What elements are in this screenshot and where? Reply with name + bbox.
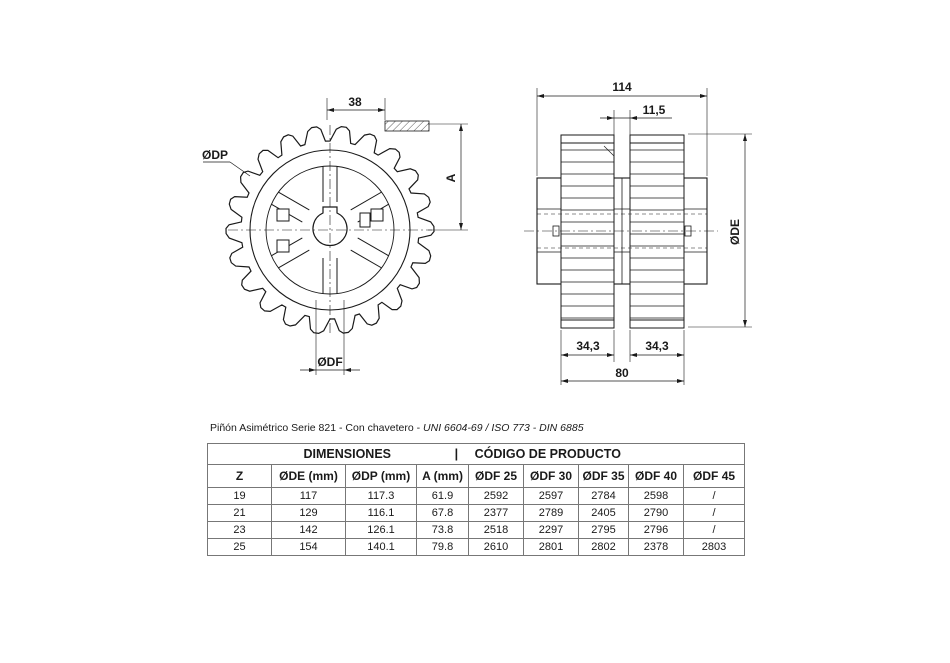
dim-34-3-left-label: 34,3: [576, 339, 600, 353]
group-codes-label: CÓDIGO DE PRODUCTO: [474, 447, 621, 461]
caption-text: Piñón Asimétrico Serie 821 - Con chavete…: [210, 422, 424, 434]
dim-80-label: 80: [615, 366, 629, 380]
dim-38-label: 38: [348, 95, 362, 109]
product-caption: Piñón Asimétrico Serie 821 - Con chavete…: [210, 422, 584, 434]
table-cell: 21: [207, 504, 272, 522]
group-header-row: DIMENSIONES | CÓDIGO DE PRODUCTO: [206, 443, 746, 465]
dim-114-label: 114: [612, 80, 632, 94]
technical-drawing: 38 ØDP A ØDF 114 11,5 ØDE 34,3 34,3 80: [202, 80, 752, 385]
table-cell: 2790: [628, 504, 685, 522]
table-cell: 2592: [468, 487, 525, 505]
table-cell: 154: [271, 538, 346, 556]
table-cell: 117: [271, 487, 346, 505]
table-cell: 2297: [523, 521, 580, 539]
table-cell: 73.8: [415, 521, 470, 539]
table-cell: 2597: [523, 487, 580, 505]
group-codes: | CÓDIGO DE PRODUCTO: [455, 443, 746, 465]
table-cell: 23: [207, 521, 272, 539]
dim-34-3-right-label: 34,3: [645, 339, 669, 353]
table-cell: 2789: [523, 504, 580, 522]
dim-dp-label: ØDP: [202, 148, 228, 162]
right-tooth-disc: [629, 134, 685, 329]
table-cell: /: [683, 521, 746, 539]
spoke-line: [277, 191, 310, 211]
table-cell: 25: [207, 538, 272, 556]
spoke-line: [277, 249, 310, 269]
table-cell: 2610: [468, 538, 525, 556]
table-cell: 61.9: [415, 487, 470, 505]
dim-de-label: ØDE: [728, 219, 742, 245]
column-header: ØDF 35: [578, 464, 630, 488]
disc-outline: [629, 134, 685, 329]
column-header: Z: [207, 464, 272, 488]
table-cell: 2802: [578, 538, 630, 556]
reference-block: [384, 120, 430, 132]
table-cell: 79.8: [415, 538, 470, 556]
table-cell: 116.1: [345, 504, 417, 522]
column-header: ØDF 25: [468, 464, 525, 488]
table-cell: 126.1: [345, 521, 417, 539]
column-header: A (mm): [415, 464, 470, 488]
group-dimensions: DIMENSIONES: [206, 443, 469, 465]
front-view-sprocket: [203, 98, 468, 375]
table-cell: 2518: [468, 521, 525, 539]
spoke-line: [357, 237, 390, 257]
table-cell: 2405: [578, 504, 630, 522]
key-lugs: [276, 208, 384, 253]
dim-df-label: ØDF: [317, 355, 342, 369]
table-cell: 2803: [683, 538, 746, 556]
left-tooth-disc: [560, 134, 615, 329]
dim-11-5-label: 11,5: [643, 103, 666, 117]
column-header: ØDF 40: [628, 464, 685, 488]
table-cell: 2598: [628, 487, 685, 505]
table-cell: 67.8: [415, 504, 470, 522]
table-cell: 2377: [468, 504, 525, 522]
caption-standards: UNI 6604-69 / ISO 773 - DIN 6885: [423, 422, 584, 434]
column-header: ØDE (mm): [271, 464, 346, 488]
group-separator: |: [454, 447, 459, 461]
group-dimensions-label: DIMENSIONES: [303, 447, 392, 461]
column-header: ØDF 45: [683, 464, 746, 488]
spoke-line: [350, 191, 383, 211]
table-cell: 2796: [628, 521, 685, 539]
disc-outline: [560, 134, 615, 329]
table-cell: 140.1: [345, 538, 417, 556]
table-cell: 2795: [578, 521, 630, 539]
spoke-line: [350, 249, 383, 269]
table-cell: 117.3: [345, 487, 417, 505]
table-cell: 19: [207, 487, 272, 505]
keyed-bore: [312, 206, 348, 247]
table-cell: 2378: [628, 538, 685, 556]
dim-a-label: A: [444, 173, 458, 182]
table-cell: 2784: [578, 487, 630, 505]
column-header: ØDP (mm): [345, 464, 417, 488]
column-header: ØDF 30: [523, 464, 580, 488]
table-cell: /: [683, 487, 746, 505]
table-cell: 142: [271, 521, 346, 539]
table-cell: /: [683, 504, 746, 522]
side-view-sprocket: [524, 88, 752, 385]
table-cell: 129: [271, 504, 346, 522]
table-cell: 2801: [523, 538, 580, 556]
